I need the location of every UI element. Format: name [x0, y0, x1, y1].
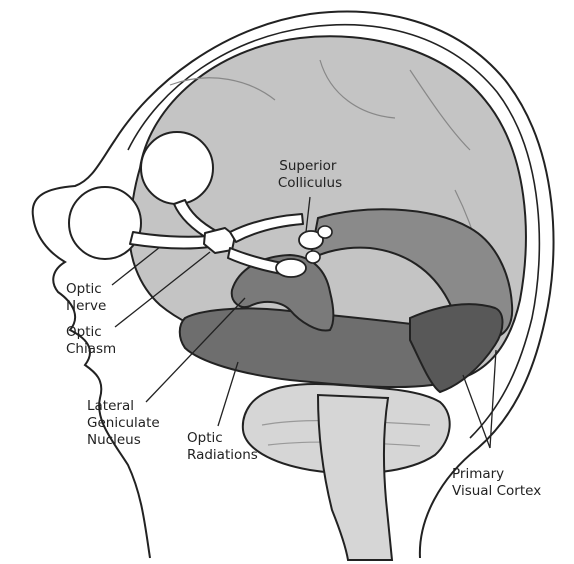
eye-lower [69, 187, 141, 259]
label-primary-visual-cortex: Primary Visual Cortex [452, 466, 541, 499]
eye-upper [141, 132, 213, 204]
lgn-small [306, 251, 320, 263]
colliculus-small [318, 226, 332, 238]
label-optic-nerve: Optic Nerve [66, 281, 106, 314]
lgn-shape [276, 259, 306, 277]
label-superior-colliculus: Superior Colliculus [278, 158, 342, 191]
